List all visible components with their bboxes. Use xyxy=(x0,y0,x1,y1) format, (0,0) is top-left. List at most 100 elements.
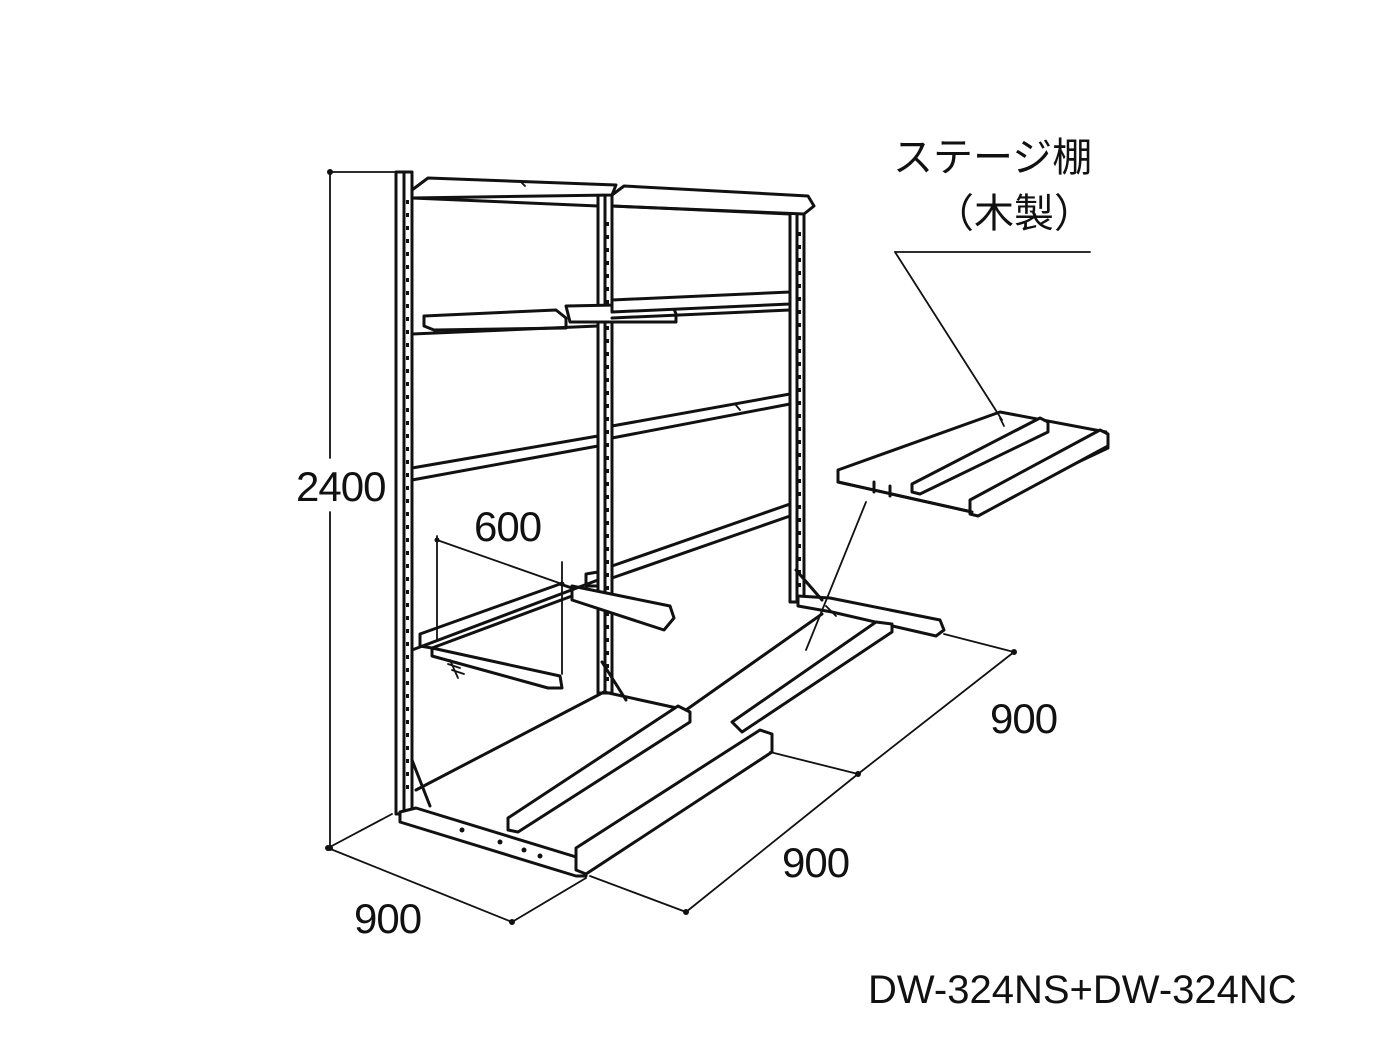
slot-hole xyxy=(798,375,801,379)
slot-hole xyxy=(606,560,609,564)
slot-hole xyxy=(406,395,409,399)
slot-hole xyxy=(798,284,801,288)
slot-hole xyxy=(606,651,609,655)
slot-hole xyxy=(406,252,409,256)
slot-hole xyxy=(406,317,409,321)
slot-hole xyxy=(606,404,609,408)
slot-hole xyxy=(606,482,609,486)
bottom-dimensions xyxy=(325,633,1017,925)
slot-hole xyxy=(606,521,609,525)
slot-hole xyxy=(406,512,409,516)
slot-hole xyxy=(406,642,409,646)
slot-hole xyxy=(406,681,409,685)
slot-hole xyxy=(406,616,409,620)
middle-upright xyxy=(596,193,614,695)
slot-hole xyxy=(798,258,801,262)
slot-hole xyxy=(798,401,801,405)
slot-hole xyxy=(606,235,609,239)
slot-hole xyxy=(406,226,409,230)
slot-hole xyxy=(406,564,409,568)
slot-hole xyxy=(606,326,609,330)
lower-arms xyxy=(410,578,676,690)
left-base xyxy=(398,660,774,878)
slot-hole xyxy=(606,664,609,668)
slot-hole xyxy=(406,707,409,711)
slot-hole xyxy=(406,265,409,269)
slot-hole xyxy=(798,297,801,301)
slot-hole xyxy=(406,551,409,555)
slot-hole xyxy=(406,733,409,737)
slot-hole xyxy=(798,323,801,327)
slot-hole xyxy=(798,453,801,457)
slot-hole xyxy=(406,382,409,386)
slot-hole xyxy=(406,291,409,295)
height-dimension-label: 2400 xyxy=(296,463,386,510)
slot-hole xyxy=(798,271,801,275)
slot-hole xyxy=(406,759,409,763)
upper-arm-beams xyxy=(410,290,792,336)
arm-depth-dimension-label: 600 xyxy=(474,503,542,550)
slot-hole xyxy=(798,245,801,249)
slot-hole xyxy=(606,586,609,590)
slot-hole xyxy=(406,473,409,477)
slot-hole xyxy=(606,352,609,356)
depth-right-label: 900 xyxy=(990,695,1058,742)
slot-hole xyxy=(406,447,409,451)
slot-hole xyxy=(406,590,409,594)
slot-hole xyxy=(606,365,609,369)
slot-hole xyxy=(798,479,801,483)
slot-hole xyxy=(606,391,609,395)
slot-hole xyxy=(406,408,409,412)
slot-hole xyxy=(406,200,409,204)
width-bottom-left-label: 900 xyxy=(354,895,422,942)
slot-hole xyxy=(406,213,409,217)
slot-hole xyxy=(606,534,609,538)
right-base xyxy=(684,568,946,734)
slot-hole xyxy=(798,583,801,587)
slot-hole xyxy=(406,239,409,243)
slot-hole xyxy=(798,440,801,444)
slot-hole xyxy=(406,577,409,581)
slot-hole xyxy=(406,369,409,373)
slot-hole xyxy=(798,310,801,314)
right-upright xyxy=(788,210,806,604)
slot-hole xyxy=(606,573,609,577)
slot-hole xyxy=(798,414,801,418)
slot-hole xyxy=(406,304,409,308)
slot-hole xyxy=(406,343,409,347)
slot-hole xyxy=(606,469,609,473)
slot-hole xyxy=(798,518,801,522)
slot-hole xyxy=(606,248,609,252)
slot-hole xyxy=(406,421,409,425)
slot-hole xyxy=(606,300,609,304)
slot-hole xyxy=(798,531,801,535)
slot-hole xyxy=(606,547,609,551)
slot-hole xyxy=(798,388,801,392)
slot-hole xyxy=(798,557,801,561)
slot-hole xyxy=(406,629,409,633)
slot-hole xyxy=(406,356,409,360)
slot-hole xyxy=(606,508,609,512)
slot-hole xyxy=(406,538,409,542)
slot-hole xyxy=(406,720,409,724)
stage-shelf xyxy=(836,410,1110,518)
slot-hole xyxy=(606,638,609,642)
slot-hole xyxy=(798,466,801,470)
lower-rail xyxy=(584,502,792,588)
slot-hole xyxy=(606,222,609,226)
slot-hole xyxy=(606,274,609,278)
slot-hole xyxy=(798,505,801,509)
slot-hole xyxy=(798,427,801,431)
slot-hole xyxy=(606,378,609,382)
callout-title: ステージ棚 xyxy=(893,135,1093,181)
slot-hole xyxy=(606,677,609,681)
slot-hole xyxy=(406,785,409,789)
slot-hole xyxy=(606,430,609,434)
slot-hole xyxy=(798,544,801,548)
slot-hole xyxy=(606,495,609,499)
slot-hole xyxy=(798,336,801,340)
slot-hole xyxy=(606,261,609,265)
slot-hole xyxy=(606,417,609,421)
slot-hole xyxy=(406,525,409,529)
